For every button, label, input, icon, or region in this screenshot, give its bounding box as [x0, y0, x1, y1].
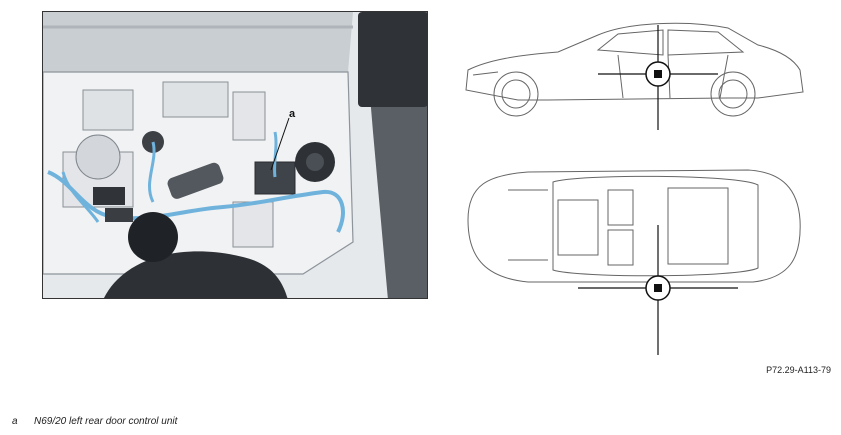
legend-key: a — [12, 416, 18, 427]
location-marker-top — [654, 284, 662, 292]
callout-letter-a: a — [289, 108, 296, 120]
car-side-view-drawing — [465, 22, 804, 130]
legend-text: N69/20 left rear door control unit — [34, 416, 178, 427]
legend-entry: a N69/20 left rear door control unit — [12, 416, 177, 427]
car-top-view-drawing — [467, 169, 801, 355]
door-interior-photo: a — [42, 11, 428, 299]
figure-reference-code: P72.29-A113-79 — [766, 365, 831, 375]
location-marker-side — [654, 70, 662, 78]
